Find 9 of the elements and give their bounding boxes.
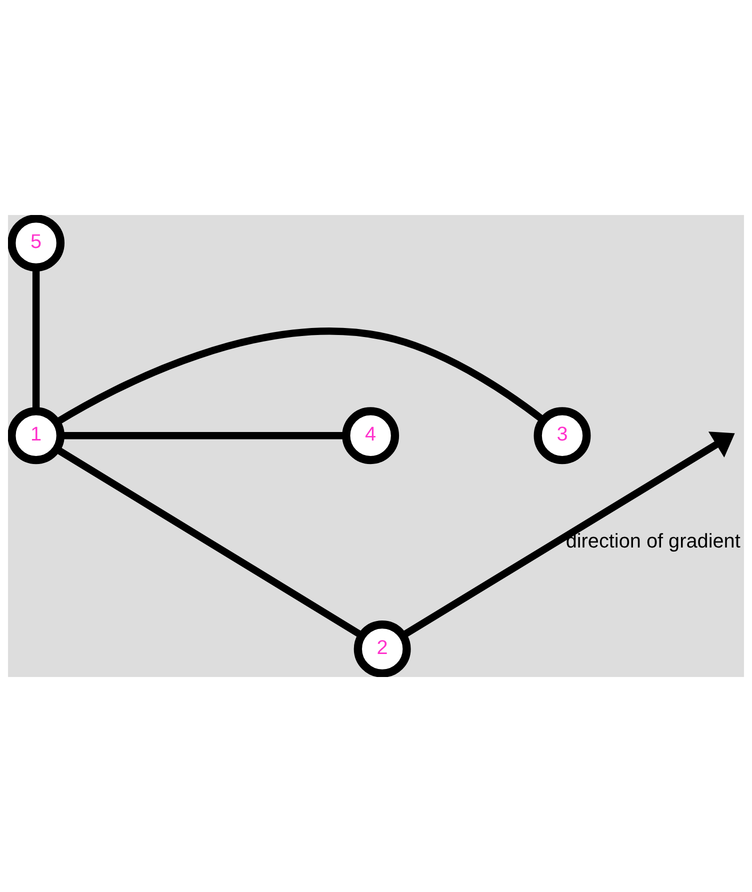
connector bbox=[54, 446, 364, 639]
node-circle: 2 bbox=[354, 620, 411, 677]
node-circle: 4 bbox=[342, 407, 400, 464]
node-circle: 3 bbox=[534, 407, 591, 464]
node-circle: 1 bbox=[8, 407, 65, 464]
edge-label: direction of gradient bbox=[566, 530, 740, 552]
connector bbox=[54, 328, 546, 426]
arrow bbox=[401, 432, 735, 639]
node-circle: 5 bbox=[8, 215, 65, 272]
